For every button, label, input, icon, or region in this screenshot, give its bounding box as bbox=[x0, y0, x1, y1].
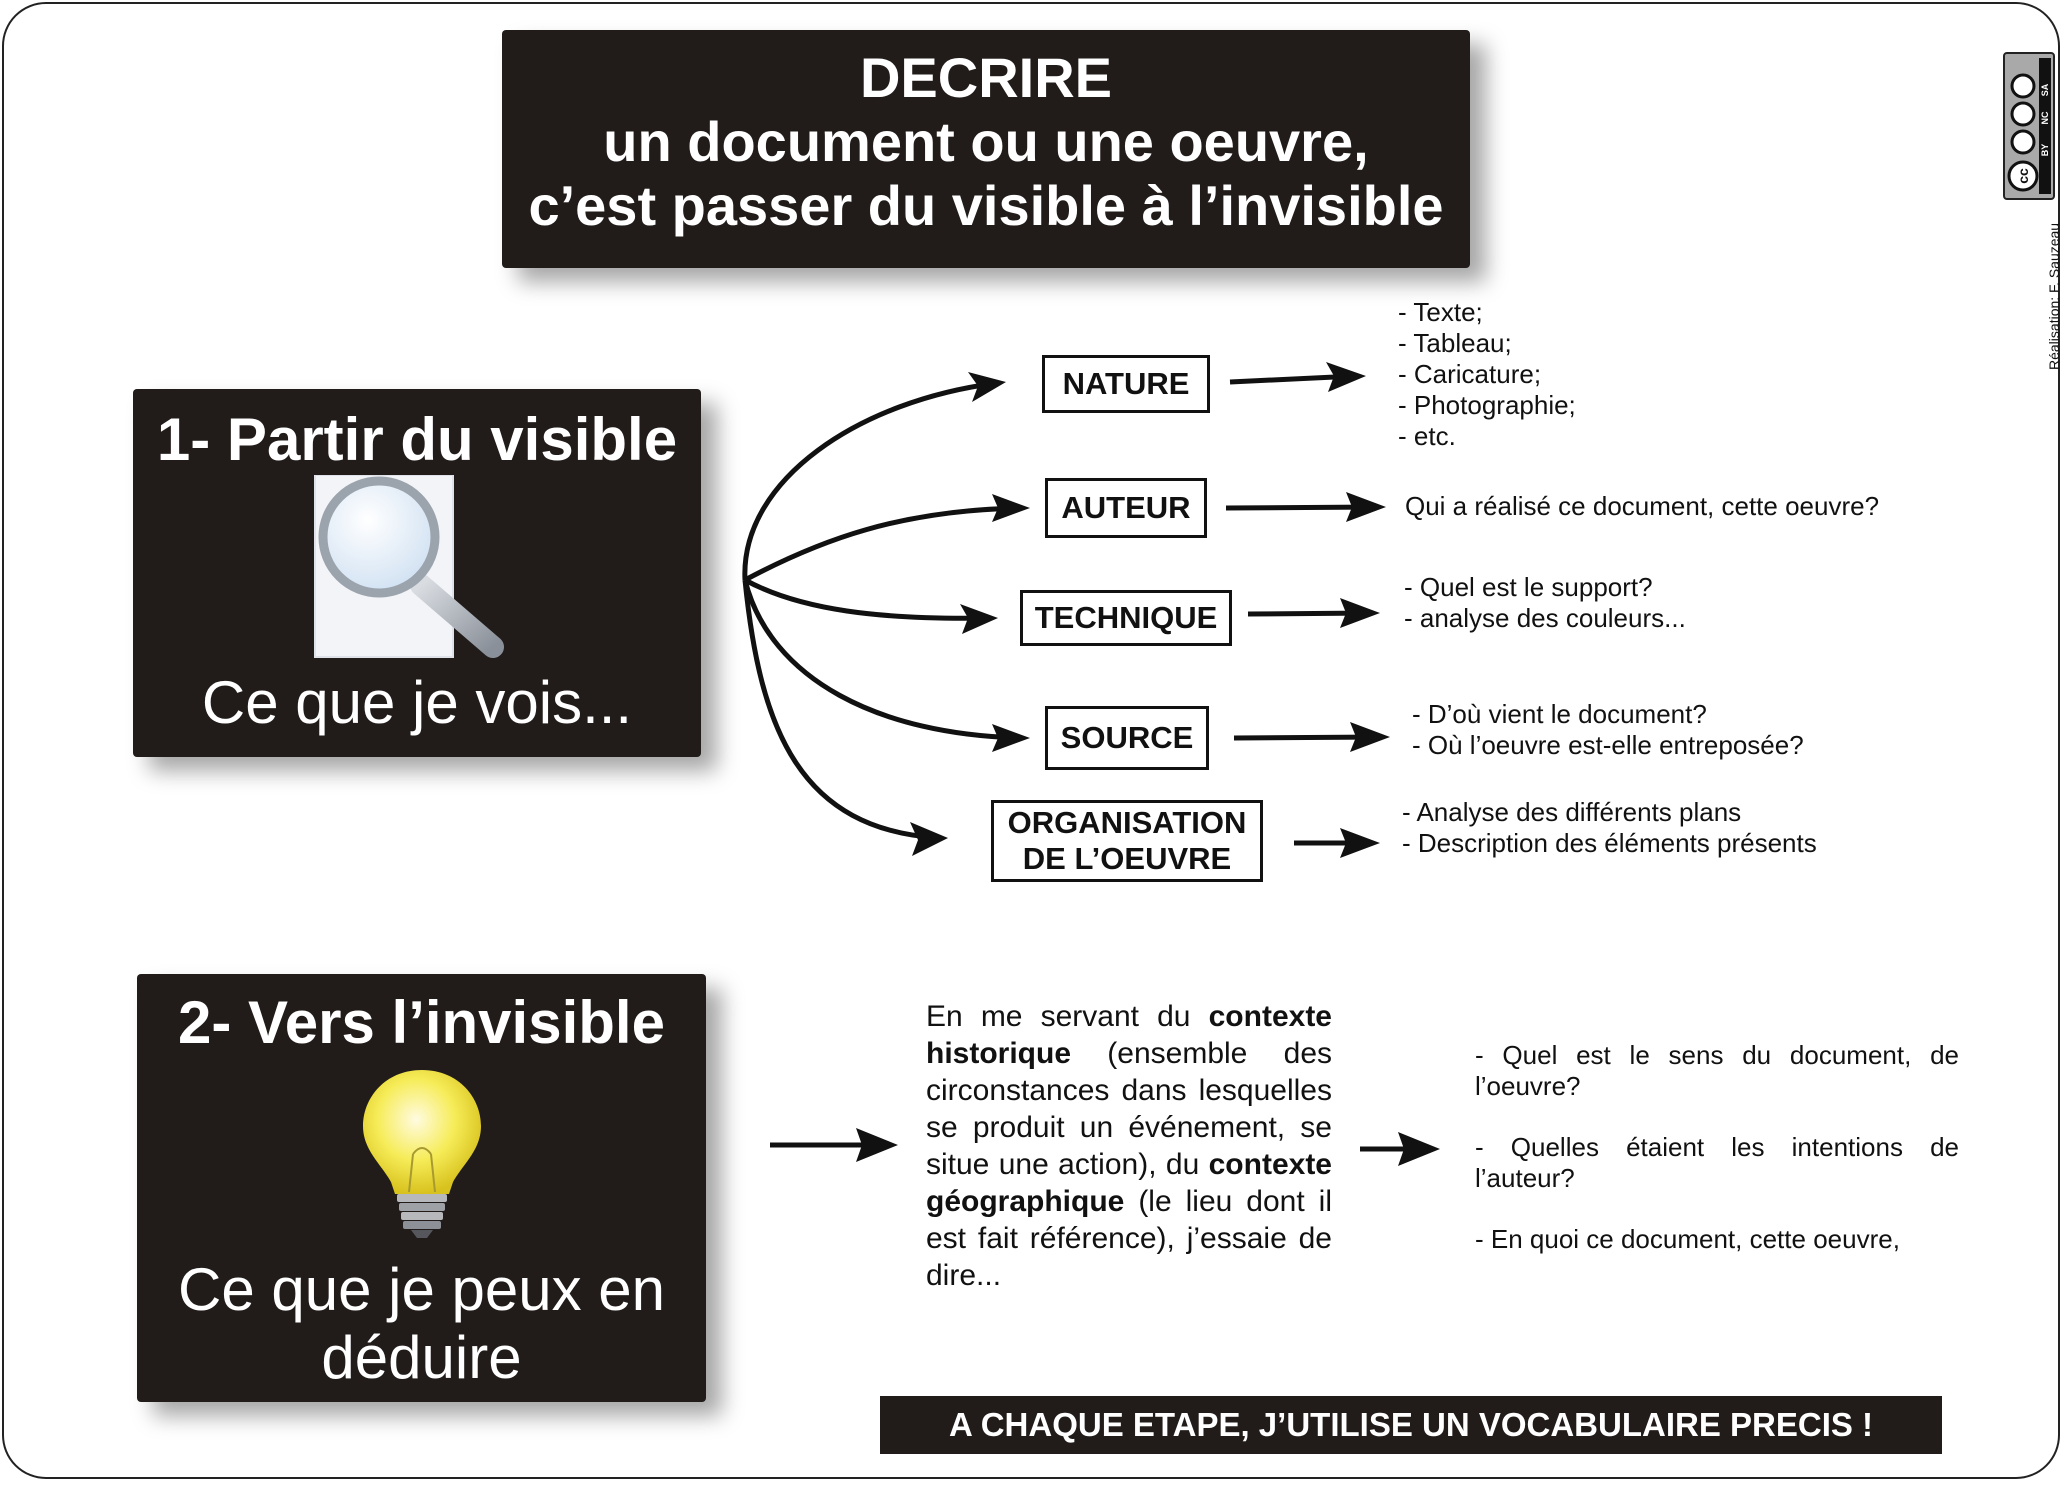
list-item: - etc. bbox=[1398, 421, 1456, 451]
title-line-1: DECRIRE bbox=[859, 46, 1113, 109]
source-box: SOURCE bbox=[1045, 706, 1209, 770]
context-paragraph: En me servant du contexte historique (en… bbox=[926, 998, 1332, 1294]
title-box: DECRIRE un document ou une oeuvre, c’est… bbox=[502, 30, 1470, 268]
context-text-1: En me servant du bbox=[926, 1000, 1209, 1033]
list-item: - Caricature; bbox=[1398, 359, 1542, 389]
step2-caption-line-1: Ce que je peux en bbox=[177, 1256, 666, 1323]
step1-panel: 1- Partir du visible Ce que je vois... bbox=[133, 389, 701, 757]
step2-caption-line-2: déduire bbox=[321, 1324, 522, 1391]
nc-text: NC bbox=[2040, 111, 2050, 124]
nature-list: - Texte; - Tableau; - Caricature; - Phot… bbox=[1398, 297, 1576, 452]
technique-list: - Quel est le support? - analyse des cou… bbox=[1404, 572, 1686, 634]
step2-heading: 2- Vers l’invisible bbox=[178, 989, 665, 1056]
question-item: - En quoi ce document, cette oeuvre, bbox=[1475, 1224, 1900, 1254]
list-item: - Description des éléments présents bbox=[1402, 828, 1817, 858]
list-item: - Quel est le support? bbox=[1404, 572, 1653, 602]
organisation-label-line-2: DE L’OEUVRE bbox=[1022, 841, 1232, 876]
list-item: - Analyse des différents plans bbox=[1402, 797, 1742, 827]
cc-license-badge: cc BY NC SA bbox=[2003, 52, 2055, 200]
context-text-3: (le lieu dont il est fait référence), j’… bbox=[926, 1185, 1332, 1292]
list-item: - Texte; bbox=[1398, 297, 1483, 327]
cc-license-icon: cc BY NC SA bbox=[2007, 58, 2051, 194]
organisation-box: ORGANISATION DE L’OEUVRE bbox=[991, 800, 1263, 882]
author-credit: Réalisation: F. Sauzeau bbox=[2046, 222, 2062, 370]
branch-nature bbox=[742, 380, 999, 581]
list-item: - Où l’oeuvre est-elle entreposée? bbox=[1412, 730, 1804, 760]
organisation-list: - Analyse des différents plans - Descrip… bbox=[1402, 797, 1817, 859]
title-line-3: c’est passer du visible à l’invisible bbox=[528, 174, 1444, 237]
context-text-2: (ensemble des circonstances dans lesquel… bbox=[926, 1037, 1332, 1181]
question-item: - Quel est le sens du document, de l’oeu… bbox=[1475, 1040, 1959, 1101]
list-item: Qui a réalisé ce document, cette oeuvre? bbox=[1405, 491, 1880, 521]
step1-caption: Ce que je vois... bbox=[201, 669, 633, 736]
nature-box: NATURE bbox=[1042, 355, 1210, 413]
list-item: - analyse des couleurs... bbox=[1404, 603, 1686, 633]
magnifier-icon bbox=[314, 475, 504, 658]
questions-list: - Quel est le sens du document, de l’oeu… bbox=[1475, 1040, 1959, 1285]
step2-caption: Ce que je peux en déduire bbox=[137, 1256, 706, 1392]
list-item: - D’où vient le document? bbox=[1412, 699, 1707, 729]
context-historique: contexte historique bbox=[926, 1000, 1332, 1070]
question-item: - Quelles étaient les intentions de l’au… bbox=[1475, 1132, 1959, 1193]
source-list: - D’où vient le document? - Où l’oeuvre … bbox=[1412, 699, 1804, 761]
step2-panel: 2- Vers l’invisible Ce que je peux en dé… bbox=[137, 974, 706, 1402]
branch-technique bbox=[743, 577, 991, 621]
technique-box: TECHNIQUE bbox=[1020, 590, 1232, 646]
branch-source bbox=[742, 579, 1023, 741]
vocabulary-banner: A CHAQUE ETAPE, J’UTILISE UN VOCABULAIRE… bbox=[880, 1396, 1942, 1454]
list-item: - Photographie; bbox=[1398, 390, 1576, 420]
lightbulb-icon bbox=[363, 1070, 481, 1238]
title-line-2: un document ou une oeuvre, bbox=[603, 110, 1369, 173]
by-text: BY bbox=[2040, 144, 2050, 157]
step1-heading: 1- Partir du visible bbox=[156, 406, 678, 473]
list-item: - Tableau; bbox=[1398, 328, 1512, 358]
auteur-box: AUTEUR bbox=[1045, 478, 1207, 538]
organisation-label-line-1: ORGANISATION bbox=[1007, 805, 1247, 840]
branch-organisation bbox=[742, 579, 941, 841]
cc-text: cc bbox=[2015, 168, 2031, 184]
context-geographique: contexte géographique bbox=[926, 1148, 1332, 1218]
auteur-list: Qui a réalisé ce document, cette oeuvre? bbox=[1405, 491, 1879, 522]
branch-auteur bbox=[743, 505, 1023, 583]
sa-text: SA bbox=[2040, 83, 2050, 96]
